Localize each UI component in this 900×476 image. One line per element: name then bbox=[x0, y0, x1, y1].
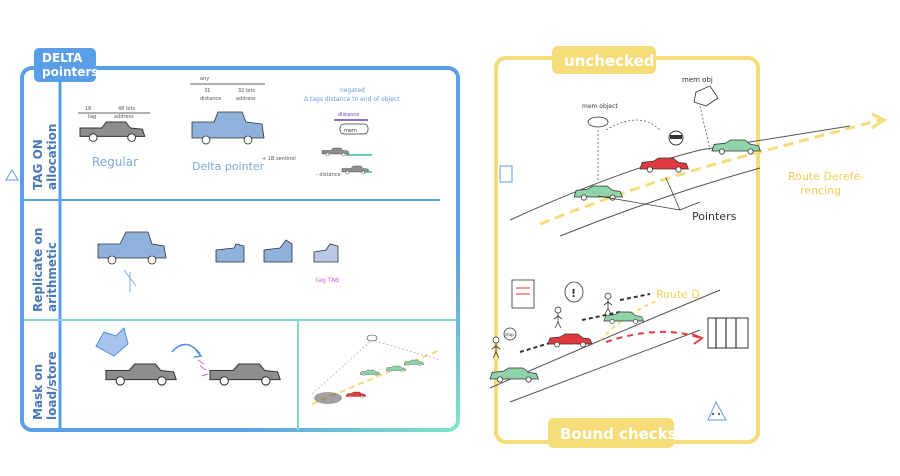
jail-icon bbox=[707, 317, 749, 349]
route-d-path bbox=[599, 299, 661, 341]
route-arrow-icon bbox=[871, 112, 887, 130]
barrier-3 bbox=[619, 293, 651, 301]
row-label-mask-line2: load/store bbox=[45, 351, 59, 420]
distance-bottom-label: - distance bbox=[316, 172, 341, 178]
distance-label: distance bbox=[200, 96, 221, 102]
mem-obj-icon bbox=[693, 85, 719, 107]
row-label-replicate-line1: Replicate on bbox=[31, 228, 45, 312]
driver-figure bbox=[668, 130, 684, 146]
red-arrow-icon bbox=[691, 333, 705, 345]
distance-top-label: distance bbox=[338, 112, 359, 118]
small-note: + 1B sentinel bbox=[262, 156, 296, 162]
stop-sign-icon bbox=[503, 327, 517, 341]
row-label-replicate-line2: arithmetic bbox=[45, 242, 59, 312]
bound-road-bottom bbox=[509, 329, 701, 403]
delta-title-line2: pointers bbox=[42, 65, 98, 79]
bound-checks-title: Bound checks bbox=[560, 425, 677, 443]
unchecked-title-tag bbox=[552, 46, 656, 74]
negated-distance-diagram: negated Δ tags distance to end of object… bbox=[304, 87, 400, 178]
guard-figure-2 bbox=[553, 306, 563, 329]
bits-31-label: 31 bbox=[204, 88, 210, 94]
delta-title-tag bbox=[34, 48, 96, 82]
delta-panel-border bbox=[20, 66, 460, 432]
row-label-tag-line2: allocation bbox=[45, 124, 59, 190]
mem-object-label: mem object bbox=[582, 103, 618, 110]
regular-label: Regular bbox=[92, 155, 138, 169]
unchecked-title: unchecked bbox=[564, 52, 654, 70]
broken-pointer-icon bbox=[95, 327, 129, 357]
bits-48-label: 48 bits bbox=[118, 106, 135, 112]
address-label-2: address bbox=[236, 96, 256, 102]
delta-title-line1: DELTA bbox=[42, 51, 83, 65]
delta-pointer-car: any 31 32 bits distance address Delta po… bbox=[190, 76, 296, 173]
mask-arrow-icon bbox=[171, 343, 201, 355]
exclaim-bubble-icon bbox=[564, 281, 584, 303]
bound-checks-title-tag bbox=[548, 418, 674, 448]
negated-line1: negated bbox=[340, 87, 365, 94]
replicate-cars: tag TAB bbox=[97, 231, 339, 292]
route-deref-line2: rencing bbox=[800, 184, 841, 197]
pointers-label: Pointers bbox=[692, 210, 737, 223]
regular-car: 16 48 bits tag address Regular bbox=[78, 106, 150, 169]
delta-pointer-label: Delta pointer bbox=[192, 160, 265, 173]
exclaim-text: ! bbox=[571, 287, 576, 300]
triangle-creature-icon bbox=[707, 400, 727, 421]
mem-label: mem bbox=[344, 128, 357, 134]
unchecked-bound-panel: unchecked mem object mem obj Pointers Ro… bbox=[489, 46, 887, 448]
mem-obj-label: mem obj bbox=[682, 76, 713, 84]
mini-road-scene bbox=[311, 334, 441, 405]
route-d-label: Route D bbox=[656, 288, 700, 301]
road-edge-bottom bbox=[559, 167, 761, 237]
bits-16-label: 16 bbox=[85, 106, 91, 112]
guard-figure-3 bbox=[603, 292, 613, 315]
tag-tab-label: tag TAB bbox=[316, 277, 339, 284]
road-edge-top bbox=[509, 125, 851, 221]
triangle-doodle-icon bbox=[5, 169, 19, 181]
route-deref-line1: Route Derefe- bbox=[788, 170, 864, 183]
row-label-tag-line1: TAG ON bbox=[31, 139, 45, 190]
right-panel-border bbox=[494, 56, 760, 444]
deref-route-line bbox=[539, 118, 881, 226]
tag-label: tag bbox=[88, 114, 96, 120]
delta-pointers-panel: DELTA pointers TAG ON allocation Replica… bbox=[5, 48, 460, 432]
bits-32-label: 32 bits bbox=[238, 88, 255, 94]
address-label: address bbox=[114, 114, 134, 120]
negated-line2: Δ tags distance to end of object bbox=[304, 96, 400, 103]
mem-object-icon bbox=[587, 116, 609, 128]
sparkle-icon bbox=[197, 359, 209, 377]
red-route-path bbox=[605, 330, 701, 343]
mask-cars bbox=[95, 327, 281, 386]
row-label-mask-line1: Mask on bbox=[31, 364, 45, 420]
any-label: any bbox=[200, 76, 209, 82]
stop-sign-text: stop bbox=[505, 332, 514, 337]
small-sketch-icon bbox=[499, 165, 513, 183]
